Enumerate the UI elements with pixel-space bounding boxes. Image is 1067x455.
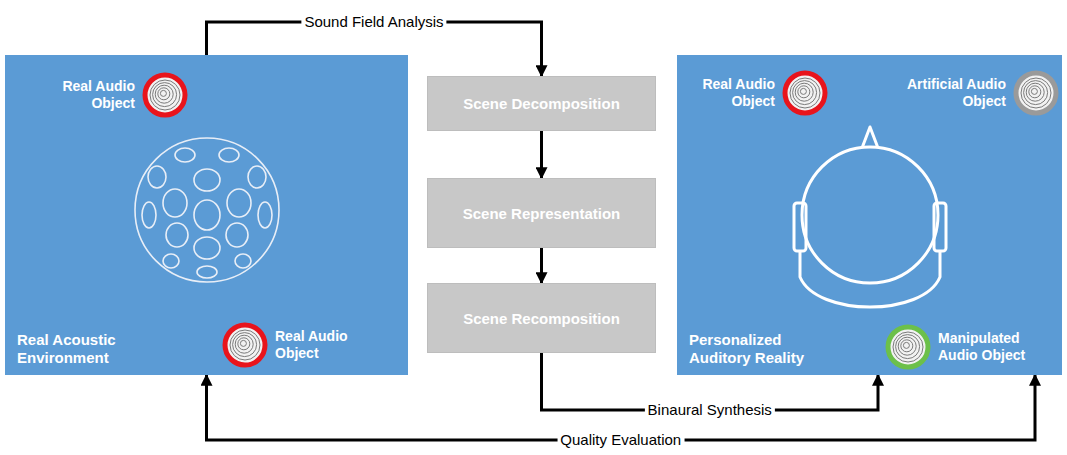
connector-arrow — [540, 131, 543, 178]
connector-label: Quality Evaluation — [557, 431, 684, 449]
process-label: Scene Decomposition — [457, 95, 626, 112]
audio-object-icon — [141, 71, 189, 119]
object-label: Real Audio Object — [35, 78, 135, 112]
process-box: Scene Recomposition — [427, 283, 656, 353]
object-label: Real Audio Object — [275, 328, 375, 362]
audio-object: Artificial Audio Object — [906, 69, 1060, 117]
process-box: Scene Decomposition — [427, 76, 656, 131]
audio-object-icon — [221, 321, 269, 369]
panel-title: Real Acoustic Environment — [17, 331, 137, 367]
panel-region: Personalized Auditory Reality Real Audio … — [677, 55, 1062, 375]
panel-region: Real Acoustic Environment Real Audio Obje… — [5, 55, 408, 375]
audio-object-icon — [1012, 69, 1060, 117]
panel-title: Personalized Auditory Reality — [689, 331, 819, 367]
object-label: Manipulated Audio Object — [938, 330, 1038, 364]
microphone-array — [5, 55, 408, 375]
audio-object: Manipulated Audio Object — [884, 323, 1038, 371]
audio-object-icon — [884, 323, 932, 371]
connector-arrow — [540, 248, 543, 283]
process-box: Scene Representation — [427, 178, 656, 248]
audio-object: Real Audio Object — [677, 69, 829, 117]
object-label: Artificial Audio Object — [906, 76, 1006, 110]
process-label: Scene Recomposition — [457, 310, 626, 327]
audio-object: Real Audio Object — [35, 71, 189, 119]
audio-object: Real Audio Object — [221, 321, 375, 369]
connector-label: Binaural Synthesis — [645, 401, 775, 419]
object-label: Real Audio Object — [677, 76, 775, 110]
connector-label: Sound Field Analysis — [301, 13, 446, 31]
process-label: Scene Representation — [457, 205, 627, 222]
audio-object-icon — [781, 69, 829, 117]
